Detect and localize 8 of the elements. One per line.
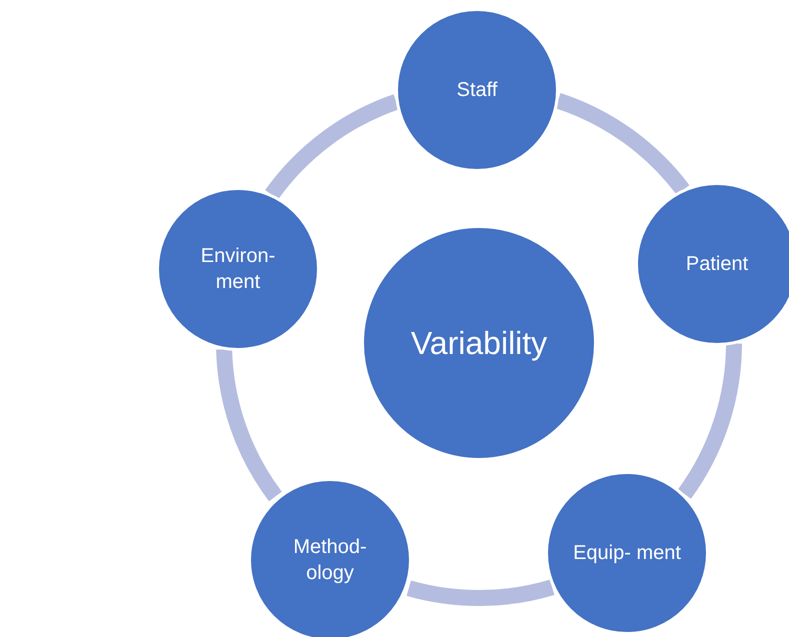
ring-connector xyxy=(407,580,554,606)
circle-label: Variability xyxy=(410,324,548,363)
ring-connector xyxy=(216,348,282,501)
circle-label: Staff xyxy=(456,78,498,103)
circle-label: Patient xyxy=(686,252,748,277)
circle-label: Equip- ment xyxy=(573,541,681,566)
circle-label: Environ- ment xyxy=(200,244,276,295)
circle-label: Method- ology xyxy=(292,535,368,586)
